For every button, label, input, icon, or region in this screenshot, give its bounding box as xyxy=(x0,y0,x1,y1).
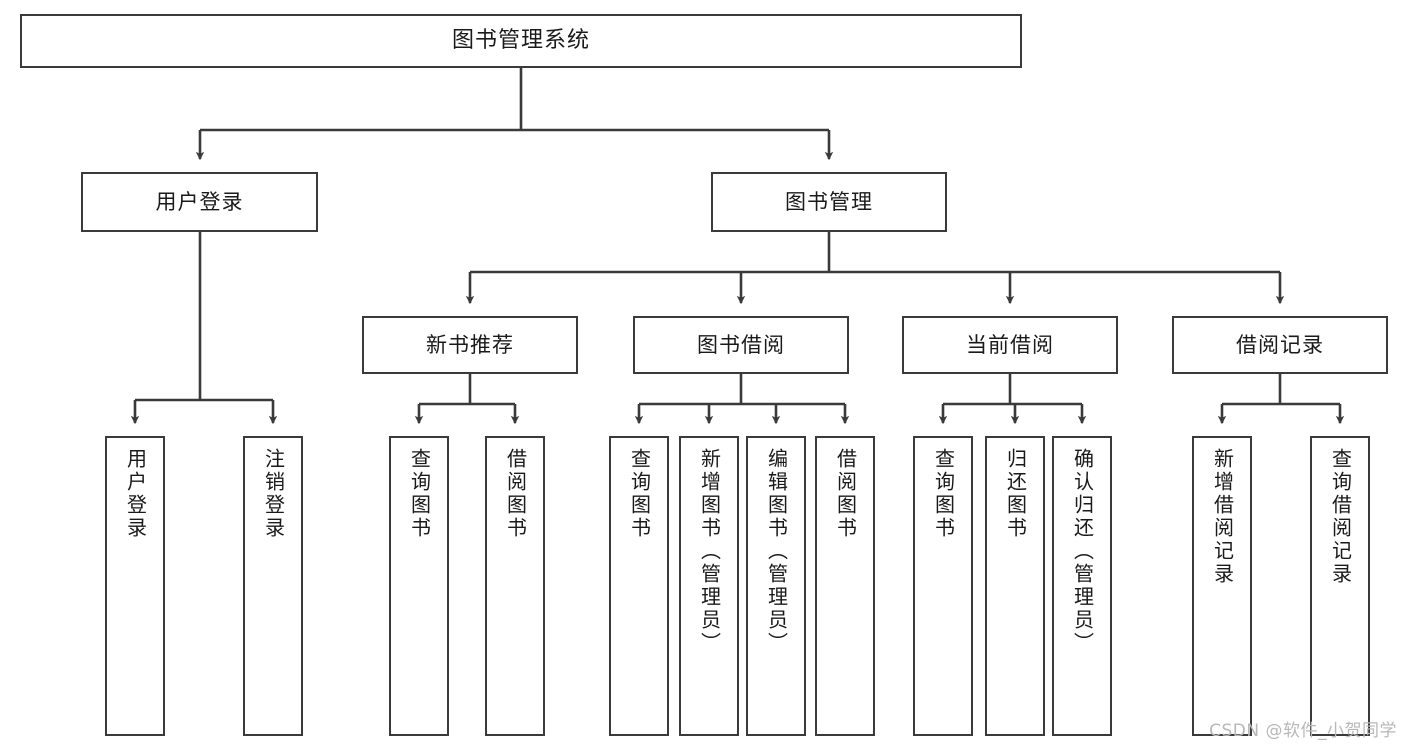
node-label: 查询借阅记录 xyxy=(1328,448,1353,586)
node-label: 新书推荐 xyxy=(426,332,514,357)
node-leaf-return-book[interactable]: 归还图书 xyxy=(985,436,1045,736)
node-new-book-rec[interactable]: 新书推荐 xyxy=(362,316,578,374)
node-label: 借阅图书 xyxy=(833,448,858,540)
node-leaf-query-record[interactable]: 查询借阅记录 xyxy=(1310,436,1370,736)
node-label: 编辑图书（管理员） xyxy=(764,448,789,655)
node-label: 注销登录 xyxy=(261,448,286,540)
node-leaf-borrow-book-2[interactable]: 借阅图书 xyxy=(815,436,875,736)
node-leaf-query-book-2[interactable]: 查询图书 xyxy=(609,436,669,736)
node-label: 用户登录 xyxy=(123,448,148,540)
node-borrow-record[interactable]: 借阅记录 xyxy=(1172,316,1388,374)
node-label: 查询图书 xyxy=(407,448,432,540)
node-label: 借阅图书 xyxy=(503,448,528,540)
node-label: 新增借阅记录 xyxy=(1210,448,1235,586)
node-label: 图书管理 xyxy=(785,189,873,214)
node-root[interactable]: 图书管理系统 xyxy=(20,14,1022,68)
node-leaf-user-login[interactable]: 用户登录 xyxy=(105,436,165,736)
node-leaf-borrow-book-1[interactable]: 借阅图书 xyxy=(485,436,545,736)
node-label: 新增图书（管理员） xyxy=(697,448,722,655)
node-label: 借阅记录 xyxy=(1236,332,1324,357)
node-label: 用户登录 xyxy=(155,189,244,214)
node-leaf-add-book[interactable]: 新增图书（管理员） xyxy=(679,436,739,736)
node-label: 图书管理系统 xyxy=(451,28,590,54)
csdn-watermark: CSDN @软件_小贺同学 xyxy=(1209,721,1397,741)
node-leaf-query-book-3[interactable]: 查询图书 xyxy=(913,436,973,736)
node-label: 确认归还（管理员） xyxy=(1070,448,1095,655)
node-current-borrow[interactable]: 当前借阅 xyxy=(902,316,1118,374)
node-leaf-logout[interactable]: 注销登录 xyxy=(243,436,303,736)
node-leaf-add-record[interactable]: 新增借阅记录 xyxy=(1192,436,1252,736)
node-label: 查询图书 xyxy=(627,448,652,540)
node-book-borrow[interactable]: 图书借阅 xyxy=(633,316,849,374)
node-label: 当前借阅 xyxy=(966,332,1054,357)
node-label: 查询图书 xyxy=(931,448,956,540)
node-leaf-edit-book[interactable]: 编辑图书（管理员） xyxy=(746,436,806,736)
node-book-manage[interactable]: 图书管理 xyxy=(711,172,947,232)
node-label: 归还图书 xyxy=(1003,448,1028,540)
node-user-login[interactable]: 用户登录 xyxy=(81,172,318,232)
node-label: 图书借阅 xyxy=(697,332,785,357)
node-leaf-query-book-1[interactable]: 查询图书 xyxy=(389,436,449,736)
node-leaf-confirm-return[interactable]: 确认归还（管理员） xyxy=(1052,436,1112,736)
